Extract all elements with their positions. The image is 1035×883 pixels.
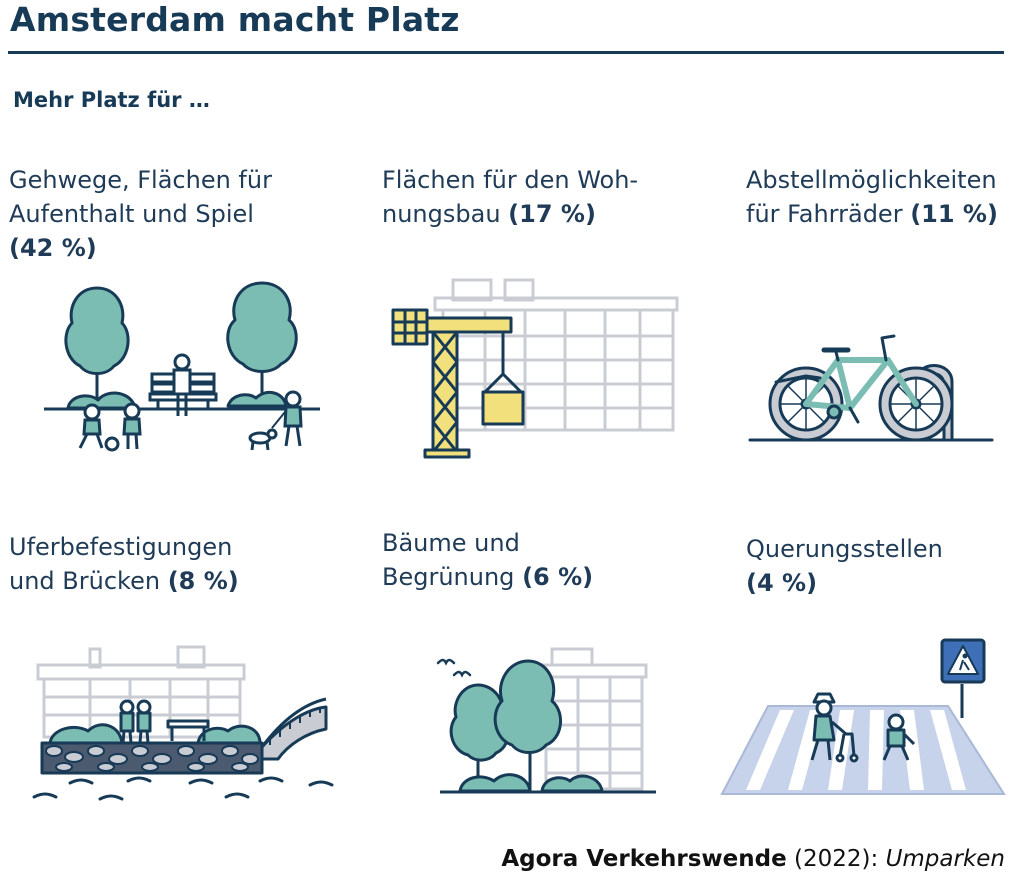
label-percentage: (42 %) [9,234,97,262]
label-querung: Querungsstellen (4 %) [746,532,943,600]
label-fahrraeder: Abstellmöglichkeiten für Fahrräder (11 %… [746,163,998,231]
label-line-1: Bäume und [382,529,520,557]
label-line-2: nungsbau [382,200,501,228]
label-line-2: und Brücken [9,567,161,595]
label-line-1: Uferbefestigungen [9,533,233,561]
subtitle: Mehr Platz für … [13,88,210,112]
label-gehwege: Gehwege, Flächen für Aufenthalt und Spie… [9,163,272,265]
source-year: (2022): [786,846,886,872]
label-line-2: Begrünung [382,563,515,591]
source-publication: Umparken [885,846,1005,872]
label-line-1: Querungsstellen [746,535,943,563]
trees-icon [436,647,656,794]
label-line-1: Flächen für den Woh- [382,166,639,194]
title-divider [8,51,1004,54]
label-ufer: Uferbefestigungen und Brücken (8 %) [9,530,239,598]
bicycle-icon [748,334,994,442]
label-line-2-wrap: und Brücken (8 %) [9,564,239,598]
label-percentage: (11 %) [910,200,998,228]
label-wohnungsbau: Flächen für den Woh- nungsbau (17 %) [382,163,638,231]
label-percentage: (4 %) [746,569,818,597]
park-icon [44,281,320,452]
label-line-2: Aufenthalt und Spiel [9,200,254,228]
label-line-1: Gehwege, Flächen für [9,166,272,194]
page-title: Amsterdam macht Platz [10,0,460,39]
label-baeume: Bäume und Begrünung (6 %) [382,526,593,594]
label-line-2-wrap: Begrünung (6 %) [382,560,593,594]
label-line-2-wrap: nungsbau (17 %) [382,197,638,231]
source-organization: Agora Verkehrswende [501,846,787,872]
label-percentage: (6 %) [522,563,594,591]
label-percentage: (8 %) [167,567,239,595]
label-percentage: (17 %) [508,200,596,228]
label-line-2-wrap: für Fahrräder (11 %) [746,197,998,231]
crosswalk-icon [720,638,1006,795]
quay-bridge-icon [32,645,334,801]
source-citation: Agora Verkehrswende (2022): Umparken [501,846,1005,872]
label-line-1: Abstellmöglichkeiten [746,166,997,194]
construction-crane-icon [391,278,679,459]
label-line-2: für Fahrräder [746,200,903,228]
